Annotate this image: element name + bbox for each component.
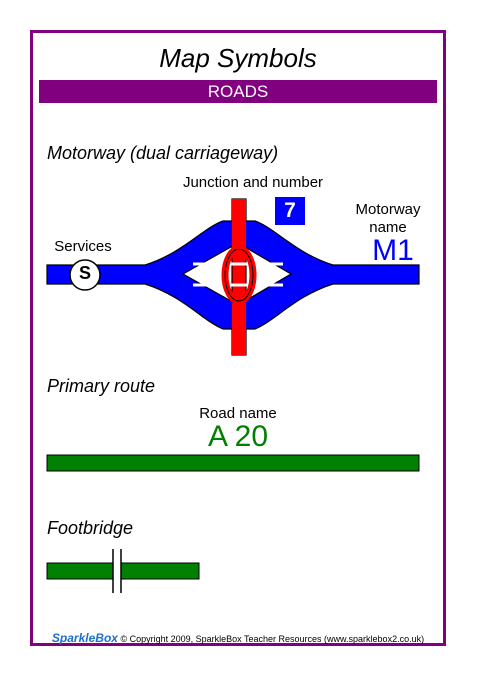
motorway-name: M1 <box>372 234 414 267</box>
page-title: Map Symbols <box>159 43 317 73</box>
map-symbols-diagram <box>46 198 420 593</box>
copyright-text: © Copyright 2009, SparkleBox Teacher Res… <box>120 634 425 644</box>
section-banner: ROADS <box>39 80 437 103</box>
motorway-section-title: Motorway (dual carriageway) <box>47 143 279 163</box>
map-symbols-card: Map Symbols ROADS <box>30 30 446 646</box>
motorway-symbol <box>46 198 420 356</box>
services-icon <box>69 259 101 291</box>
sparklebox-logo: SparkleBox <box>51 631 118 645</box>
footer: SparkleBox © Copyright 2009, SparkleBox … <box>33 631 443 645</box>
road-name-label: Road name <box>199 405 277 422</box>
motorway-name-label-line1: Motorway <box>355 201 421 218</box>
primary-route-section-title: Primary route <box>47 376 156 396</box>
footbridge-icon <box>46 549 200 593</box>
services-label: Services <box>54 238 112 255</box>
road-name: A 20 <box>207 420 269 453</box>
primary-route-road-icon <box>46 454 420 472</box>
footbridge-section-title: Footbridge <box>47 518 134 538</box>
junction-number-badge: 7 <box>275 197 305 225</box>
junction-label: Junction and number <box>182 174 324 191</box>
services-letter: S <box>78 263 91 283</box>
motorway-name-label-line2: name <box>369 219 407 236</box>
